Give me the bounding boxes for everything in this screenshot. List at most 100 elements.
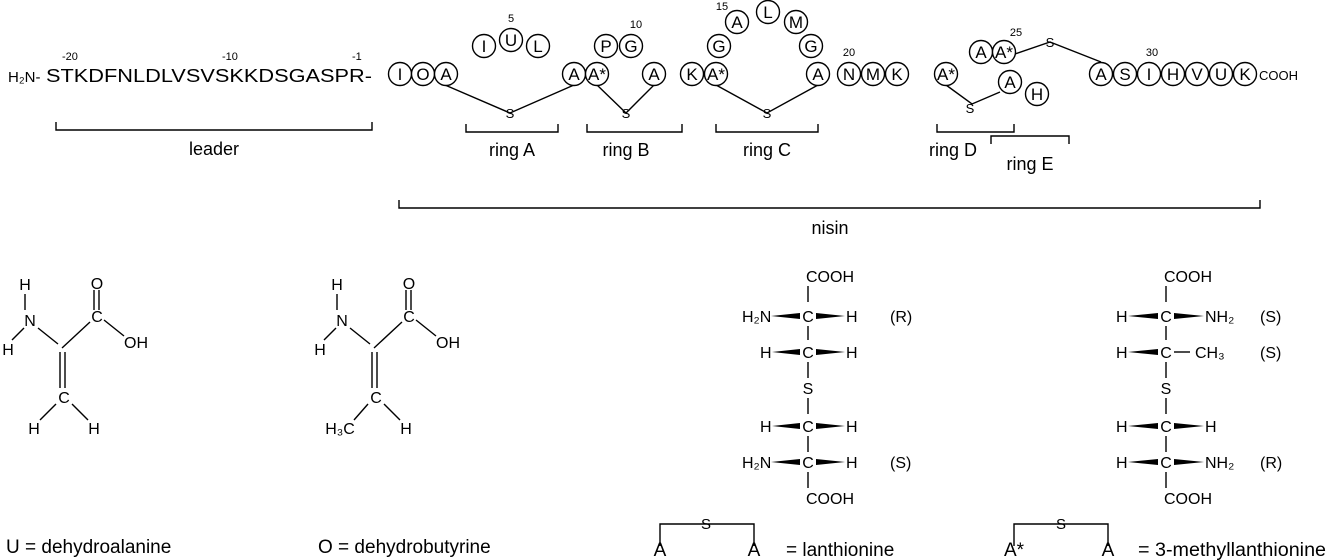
svg-text:H: H [331,277,343,294]
n-terminus: H₂N- [8,69,40,86]
residue-14: G [706,33,732,59]
thioether-bridges: S S S S S [444,35,1102,121]
residue-numbers: 5 10 15 20 25 30 [508,1,1158,59]
svg-text:(R): (R) [1260,455,1282,472]
nisin-label: nisin [811,218,848,238]
residue-25: A* [991,39,1017,65]
residue-28: A [1088,61,1114,87]
svg-text:A: A [731,13,743,32]
svg-text:COOH: COOH [1164,269,1212,286]
svg-text:K: K [1239,65,1251,84]
svg-text:A*: A* [707,65,725,84]
svg-text:G: G [712,37,725,56]
leader-sequence: STKDFNLDLVSVSKKDSGASPR- [46,66,372,86]
svg-text:K: K [686,65,698,84]
svg-text:COOH: COOH [1164,491,1212,508]
residue-24: A [968,39,994,65]
svg-text:H: H [1116,309,1128,326]
svg-text:H₃C: H₃C [325,421,355,438]
ring-b-bracket [586,124,683,133]
svg-text:H: H [846,455,858,472]
svg-text:A: A [1102,540,1115,560]
svg-text:U: U [505,31,517,50]
svg-text:(S): (S) [1260,309,1281,326]
legend-lanthionine: = lanthionine [786,540,894,560]
svg-text:(S): (S) [1260,345,1281,362]
number-15: 15 [716,1,728,13]
svg-text:A: A [654,540,667,560]
residue-12: K [679,61,705,87]
number-30: 30 [1146,47,1158,59]
residue-33: U [1208,61,1234,87]
svg-text:A: A [568,65,580,84]
nisin-bracket-group: nisin [398,200,1261,238]
svg-text:A*: A* [1004,540,1025,560]
residue-10: G [618,33,644,59]
residue-30: I [1136,61,1162,87]
svg-text:S: S [1056,516,1066,533]
residue-26: A [997,69,1023,95]
residue-16: L [755,0,781,25]
svg-text:C: C [1160,419,1172,436]
residue-1: I [387,61,413,87]
ring-a-bridge [444,84,575,114]
ring-c-bridge [715,84,819,114]
ring-b-sulfur: S [622,106,631,121]
svg-text:C: C [58,390,70,407]
svg-text:H: H [760,345,772,362]
svg-text:I: I [398,65,403,84]
svg-text:C: C [1160,345,1172,362]
svg-text:N: N [336,313,348,330]
ring-d-bridge [945,84,1001,105]
svg-text:O: O [403,276,415,293]
residue-15: A [724,9,750,35]
svg-text:P: P [600,37,611,56]
ring-c-bracket [715,124,819,133]
svg-text:A*: A* [588,65,606,84]
svg-text:NH₂: NH₂ [1205,309,1234,326]
residue-13: A* [703,61,729,87]
legend-methyllanthionine: = 3-methyllanthionine [1138,540,1326,560]
nisin-bracket [398,200,1261,209]
legend-lanthionine-bracket [659,523,755,546]
ring-c-label: ring C [743,140,791,160]
leader-number-m20: -20 [62,51,78,63]
leader-number-m1: -1 [352,51,362,63]
ring-a-bracket [465,124,559,133]
svg-text:M: M [789,13,803,32]
svg-text:H: H [1116,419,1128,436]
svg-text:(S): (S) [890,455,911,472]
svg-text:H: H [2,342,14,359]
svg-text:OH: OH [436,335,460,352]
svg-text:H: H [400,421,412,438]
svg-text:H: H [314,342,326,359]
legend: U = dehydroalanine O = dehydrobutyrine S… [6,516,1326,560]
svg-text:A*: A* [937,65,955,84]
svg-text:COOH: COOH [806,491,854,508]
leader-bracket [55,122,373,131]
svg-text:S: S [701,516,711,533]
svg-text:H: H [1205,419,1217,436]
ring-d-label: ring D [929,140,977,160]
residue-31: H [1160,61,1186,87]
svg-text:G: G [624,37,637,56]
svg-text:N: N [843,65,855,84]
svg-text:H₂N: H₂N [742,455,771,472]
residue-23: A* [933,61,959,87]
svg-text:H₂N: H₂N [742,309,771,326]
svg-text:S: S [1161,381,1172,398]
leader-number-m10: -10 [222,51,238,63]
residue-18: G [798,33,824,59]
residue-8: A* [584,61,610,87]
residue-7: A [561,61,587,87]
svg-text:H: H [1116,345,1128,362]
svg-text:NH₂: NH₂ [1205,455,1234,472]
svg-text:I: I [482,37,487,56]
ring-b-bridge [596,84,655,114]
svg-text:A: A [440,65,452,84]
ring-d-sulfur: S [966,101,975,116]
residue-27: H [1024,81,1050,107]
residue-34: K [1232,61,1258,87]
